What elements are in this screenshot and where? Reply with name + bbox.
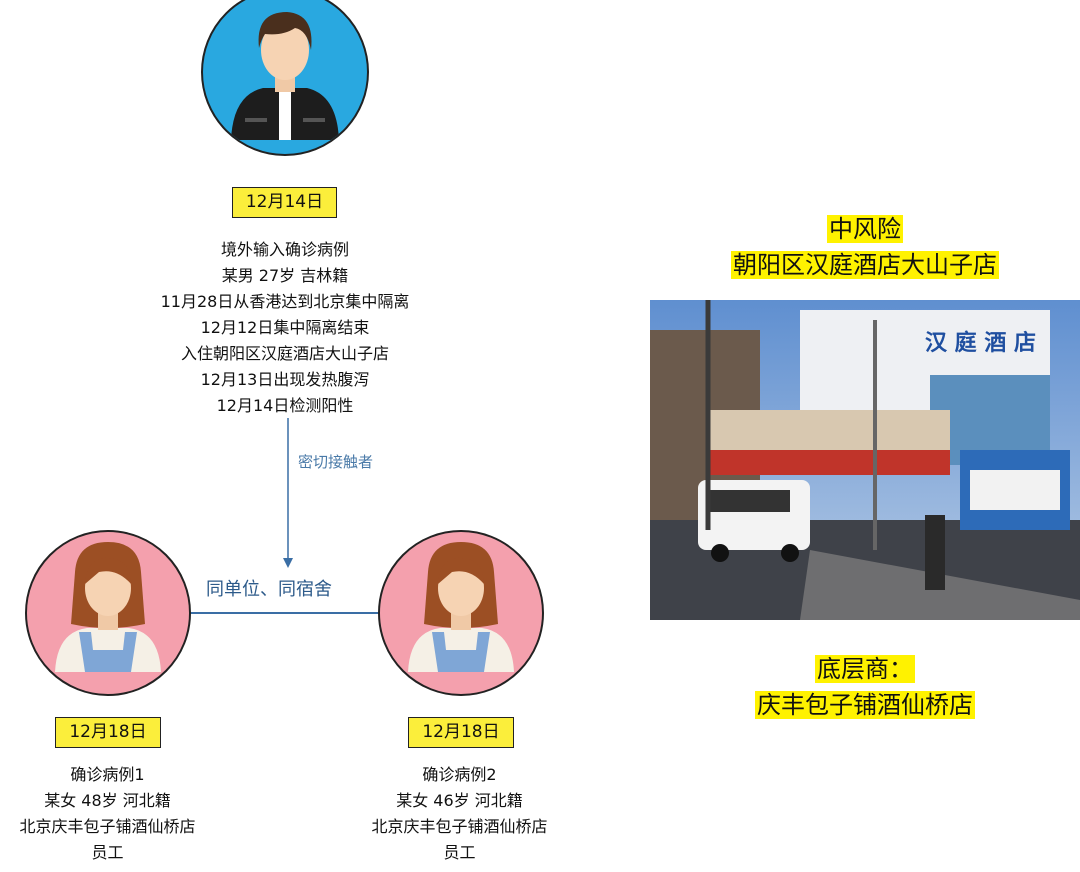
person-female-icon [55,542,161,672]
male-avatar [201,0,369,156]
case1-date-badge: 12月18日 [55,717,161,748]
close-contact-arrow [283,418,293,568]
colleague-link-label: 同单位、同宿舍 [206,579,332,600]
detail-line: 12月14日检测阳性 [216,396,354,415]
detail-line: 某男 27岁 吉林籍 [221,266,349,285]
detail-line: 确诊病例2 [422,765,497,784]
detail-line: 员工 [443,843,476,862]
source-case-details: 境外输入确诊病例 某男 27岁 吉林籍 11月28日从香港达到北京集中隔离 12… [110,237,460,419]
detail-line: 北京庆丰包子铺酒仙桥店 [371,817,548,836]
detail-line: 入住朝阳区汉庭酒店大山子店 [180,344,389,363]
hotel-photo: 汉 庭 酒 店 [650,300,1080,620]
shop-label: 底层商： [815,655,915,683]
detail-line: 某女 46岁 河北籍 [396,791,523,810]
person-male-icon [231,12,339,140]
case2-date-badge: 12月18日 [408,717,514,748]
shop-heading: 底层商： 庆丰包子铺酒仙桥店 [650,651,1080,723]
case1-avatar [25,530,191,696]
detail-line: 北京庆丰包子铺酒仙桥店 [19,817,196,836]
detail-line: 某女 48岁 河北籍 [44,791,171,810]
case2-avatar [378,530,544,696]
detail-line: 12月12日集中隔离结束 [200,318,370,337]
risk-heading: 中风险 朝阳区汉庭酒店大山子店 [650,211,1080,283]
case2-details: 确诊病例2 某女 46岁 河北籍 北京庆丰包子铺酒仙桥店 员工 [352,762,567,866]
source-date-badge: 12月14日 [232,187,337,218]
detail-line: 员工 [91,843,124,862]
colleague-link-line [188,612,380,614]
case1-details: 确诊病例1 某女 48岁 河北籍 北京庆丰包子铺酒仙桥店 员工 [0,762,215,866]
detail-line: 11月28日从香港达到北京集中隔离 [160,292,410,311]
detail-line: 境外输入确诊病例 [220,240,349,259]
detail-line: 12月13日出现发热腹泻 [200,370,370,389]
risk-location: 朝阳区汉庭酒店大山子店 [731,251,999,279]
risk-level: 中风险 [827,215,903,243]
close-contact-label: 密切接触者 [298,453,374,471]
hotel-sign: 汉 庭 酒 店 [925,330,1036,356]
person-female-icon [408,542,514,672]
shop-name: 庆丰包子铺酒仙桥店 [755,691,975,719]
detail-line: 确诊病例1 [70,765,145,784]
